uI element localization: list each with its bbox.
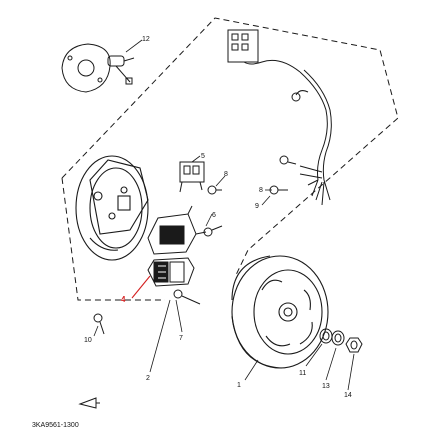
screws bbox=[93, 155, 297, 335]
wiring-harness bbox=[227, 29, 332, 206]
charging-coil bbox=[147, 205, 207, 255]
callout-8b: 8 bbox=[259, 187, 263, 194]
callout-9: 9 bbox=[255, 203, 259, 210]
callout-1: 1 bbox=[237, 382, 241, 389]
callout-5: 5 bbox=[201, 153, 205, 160]
source-coil-part-4 bbox=[147, 257, 195, 287]
callout-4: 4 bbox=[121, 295, 126, 304]
callout-12: 11 bbox=[299, 370, 306, 377]
callout-13: 13 bbox=[322, 383, 330, 390]
leader-lines bbox=[93, 39, 355, 391]
assembly-boundary bbox=[61, 17, 399, 301]
callout-11: 12 bbox=[142, 36, 150, 43]
stator-plate-part-2 bbox=[75, 155, 149, 261]
callout-14: 14 bbox=[344, 392, 352, 399]
washers-and-nut bbox=[319, 328, 363, 353]
callout-8: 8 bbox=[224, 171, 228, 178]
flywheel-rotor-part-1 bbox=[231, 255, 329, 369]
diagram-code: 3KA9561-1300 bbox=[32, 422, 79, 429]
cover-cap-part-11 bbox=[61, 43, 135, 93]
callout-2: 2 bbox=[146, 375, 150, 382]
pickup-coil-part-5 bbox=[179, 161, 205, 193]
callout-6: 6 bbox=[212, 212, 216, 219]
front-arrow-icon bbox=[78, 397, 100, 409]
callout-10: 10 bbox=[84, 337, 92, 344]
callout-7: 7 bbox=[179, 335, 183, 342]
